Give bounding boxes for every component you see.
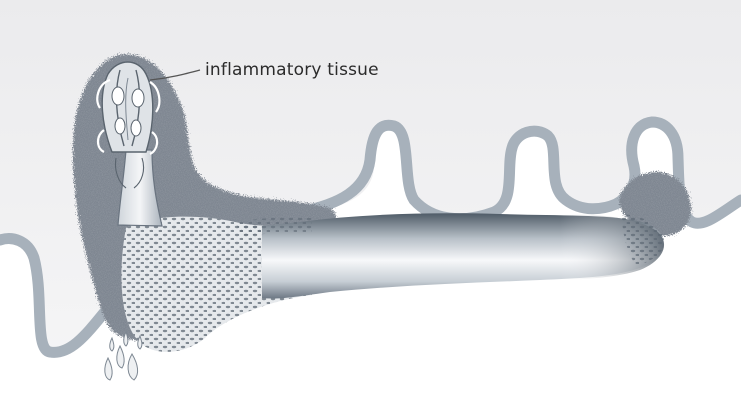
inflammatory-tissue-label: inflammatory tissue (205, 60, 379, 80)
